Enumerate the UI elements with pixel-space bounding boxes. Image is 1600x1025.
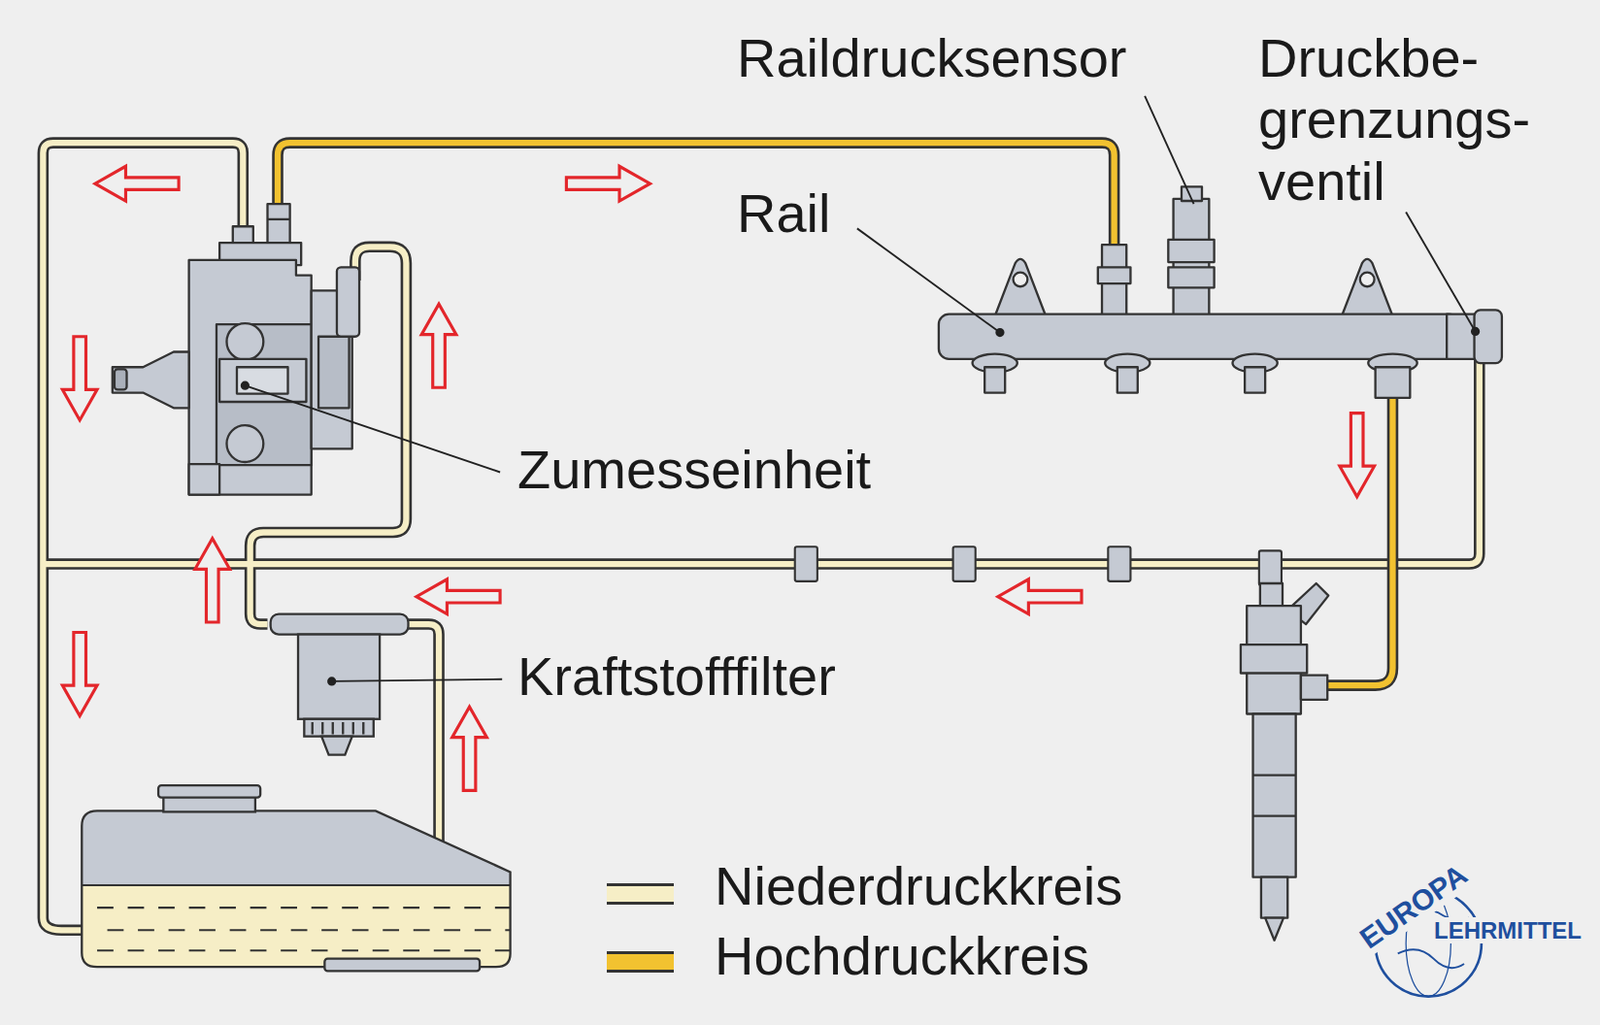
legend-text: Niederdruckkreis [714, 855, 1123, 917]
fuel-tank [71, 785, 521, 978]
part-label: Raildrucksensor [736, 27, 1128, 89]
part-label: Kraftstofffilter [517, 645, 836, 707]
high-pressure-pump [112, 203, 360, 495]
legend-swatch [606, 951, 674, 973]
rail-illustration [938, 186, 1502, 399]
injector [1240, 583, 1329, 941]
high-pressure-pipes-fill [277, 142, 1393, 686]
logo-text: LEHRMITTEL [1432, 917, 1584, 944]
part-label: Zumesseinheit [517, 438, 871, 500]
fuel-filter [270, 614, 409, 756]
part-label: Rail [736, 182, 831, 244]
legend-text: Hochdruckkreis [714, 925, 1090, 987]
pipe-couplings [795, 546, 1282, 586]
high-pressure-pipes [277, 142, 1393, 686]
part-label: Druckbe- grenzungs- ventil [1258, 27, 1579, 212]
legend-swatch [606, 883, 674, 905]
flow-arrows [62, 166, 1374, 791]
